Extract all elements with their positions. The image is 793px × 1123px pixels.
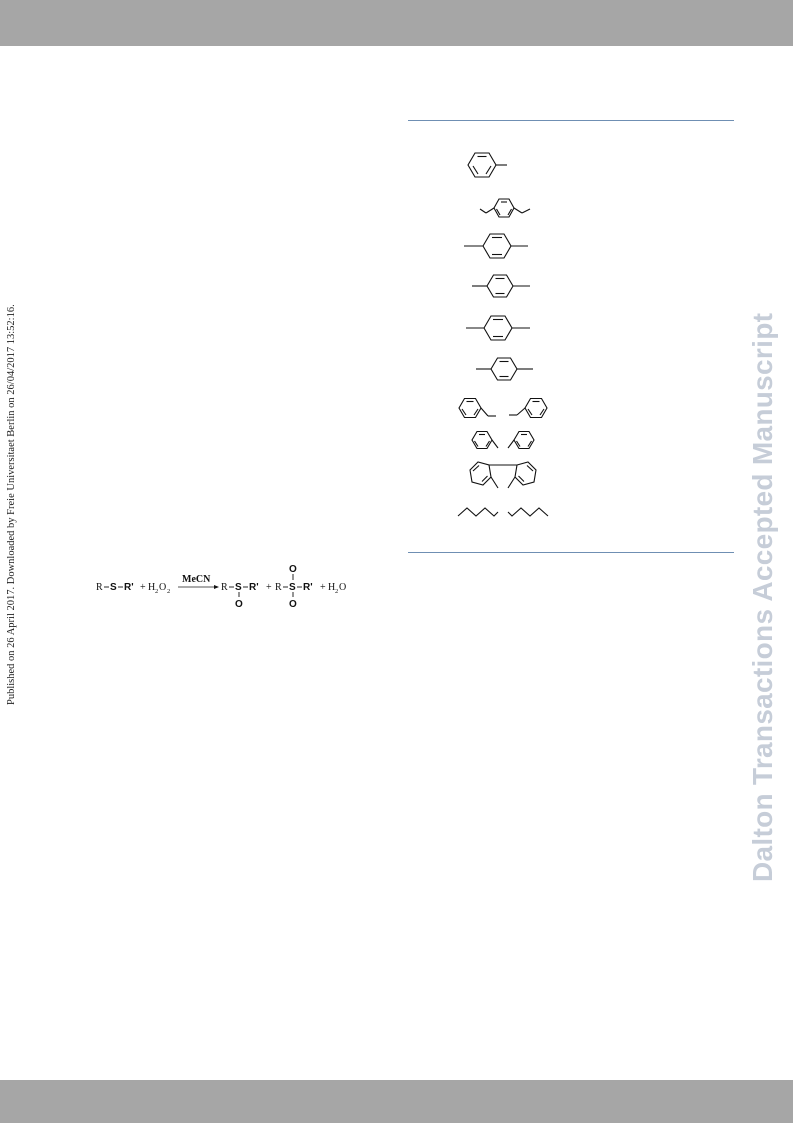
publication-note: Published on 26 April 2017. Downloaded b… <box>6 304 17 705</box>
scheme-water-h: H <box>328 582 335 593</box>
scheme-s3: S <box>289 582 296 593</box>
scheme-water-o: O <box>339 582 346 593</box>
header-bar <box>0 0 793 46</box>
scheme-plus3: + <box>320 582 326 593</box>
scheme-rp1: R' <box>124 582 134 593</box>
scheme-o-sulfoxide: O <box>235 599 243 610</box>
substrate-structures <box>457 152 549 517</box>
scheme-r1: R <box>96 582 103 593</box>
scheme-water-2: 2 <box>335 588 338 595</box>
scheme-h2o2-h: H <box>148 582 155 593</box>
scheme-h2o2-2b: 2 <box>167 588 170 595</box>
reaction-scheme: R S R' + H 2 O 2 MeCN R S O R' + R S O O… <box>96 564 346 610</box>
scheme-o-sulfone-bottom: O <box>289 599 297 610</box>
footer-bar <box>0 1080 793 1123</box>
structure-5 <box>466 315 530 341</box>
scheme-r2: R <box>221 582 228 593</box>
scheme-plus2: + <box>266 582 272 593</box>
structure-1 <box>467 152 507 178</box>
scheme-plus1: + <box>140 582 146 593</box>
structure-6 <box>476 357 533 381</box>
structure-10 <box>457 507 549 517</box>
scheme-h2o2-o: O <box>159 582 166 593</box>
structure-8 <box>471 430 535 450</box>
scheme-solvent: MeCN <box>182 574 211 585</box>
scheme-rp3: R' <box>303 582 313 593</box>
structure-7 <box>458 397 548 419</box>
journal-watermark: Dalton Transactions Accepted Manuscript <box>747 312 778 882</box>
structure-4 <box>472 274 530 298</box>
scheme-h2o2-2a: 2 <box>155 588 158 595</box>
scheme-s1: S <box>110 582 117 593</box>
structure-2 <box>479 198 531 218</box>
scheme-r3: R <box>275 582 282 593</box>
scheme-o-sulfone-top: O <box>289 564 297 575</box>
scheme-rp2: R' <box>249 582 259 593</box>
structure-9 <box>469 461 537 489</box>
scheme-s2: S <box>235 582 242 593</box>
reaction-arrow-head <box>214 585 219 589</box>
table-top-rule <box>408 120 734 121</box>
structure-3 <box>464 233 528 259</box>
table-bottom-rule <box>408 552 734 553</box>
